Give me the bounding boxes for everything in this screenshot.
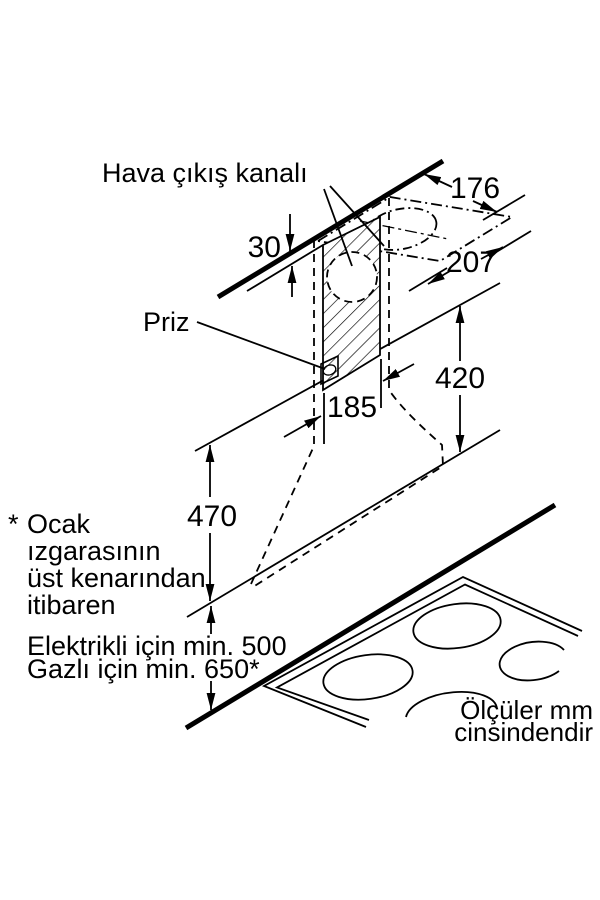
- dimension-mounting-width: 185: [283, 359, 415, 444]
- dim-207-tick-left: [408, 267, 448, 292]
- hood-outline: [250, 198, 444, 588]
- electric-min-note: Elektrikli için min. 500: [27, 631, 287, 661]
- dim-176-arrow-left: [423, 173, 453, 188]
- leader-lines: [196, 185, 385, 370]
- cooktop: [184, 502, 583, 731]
- dim-176-tick: [482, 194, 526, 221]
- dimension-ceiling-gap: 30: [248, 214, 297, 297]
- units-note: Ölçüler mm cinsindendir: [454, 695, 593, 747]
- dim-207-value: 207: [446, 246, 496, 279]
- dim-207-tick-right: [492, 230, 532, 255]
- cooktop-panel-outer: [261, 575, 583, 728]
- duct-hole: [326, 251, 378, 303]
- duct-centerline: [359, 220, 449, 240]
- units-note-line-1: Ölçüler mm: [460, 695, 593, 725]
- dimension-duct-side: 207: [408, 230, 532, 292]
- dimension-upper-height: 420: [435, 306, 485, 452]
- units-note-line-2: cinsindendir: [454, 717, 593, 747]
- footnote-block: * Ocak ızgarasının üst kenarından itibar…: [8, 509, 206, 620]
- dimension-lower-height: 470: [187, 445, 237, 601]
- burner-front-partial: [405, 690, 498, 718]
- cooktop-panel-inner: [274, 583, 579, 721]
- dim-207-arrow-right: [480, 246, 504, 260]
- hood-edge-left: [250, 240, 315, 585]
- footnote-marker: *: [8, 509, 19, 539]
- hood-edge-right: [252, 198, 444, 588]
- dimension-duct-depth: 176: [423, 172, 526, 221]
- socket-box: [320, 354, 339, 386]
- socket-circle: [322, 364, 337, 376]
- socket-leader: [196, 321, 326, 370]
- mounting-plate: [320, 215, 381, 392]
- dim-185-value: 185: [327, 391, 377, 424]
- min-distance-notes: Elektrikli için min. 500 Gazlı için min.…: [27, 631, 287, 684]
- hood-top-edge-line: [246, 244, 324, 292]
- ceiling: [216, 158, 445, 300]
- air-outlet-duct-label: Hava çıkış kanalı: [102, 158, 308, 188]
- burner-left: [322, 653, 414, 701]
- air-outlet-leader-1: [323, 188, 353, 267]
- dim-30-value: 30: [248, 231, 281, 264]
- gas-min-note: Gazlı için min. 650*: [27, 654, 260, 684]
- footnote-line-4: itibaren: [27, 590, 116, 620]
- dim-185-arrow-right: [382, 363, 415, 382]
- ceiling-line: [216, 158, 445, 300]
- footnote-line-2: ızgarasının: [27, 536, 161, 566]
- footnote-line-1: Ocak: [27, 509, 91, 539]
- air-outlet-leader-2: [329, 185, 385, 247]
- dim-176-arrow-right: [472, 200, 498, 213]
- dim-207-arrow-left: [427, 270, 451, 285]
- socket-symbol: [320, 354, 339, 386]
- counter-edge-line: [184, 502, 557, 731]
- dim-185-arrow-left: [283, 415, 322, 438]
- dim-420-value: 420: [435, 362, 485, 395]
- wall-line-lower: [186, 429, 501, 618]
- mounting-plate-hatch: [323, 217, 380, 390]
- dim-470-value: 470: [187, 500, 237, 533]
- dim-176-value: 176: [450, 172, 500, 205]
- burner-right-partial: [498, 640, 565, 682]
- burner-back: [412, 602, 502, 650]
- socket-label: Priz: [143, 307, 190, 337]
- footnote-line-3: üst kenarından: [27, 563, 206, 593]
- mounting-plate-outline: [322, 215, 381, 392]
